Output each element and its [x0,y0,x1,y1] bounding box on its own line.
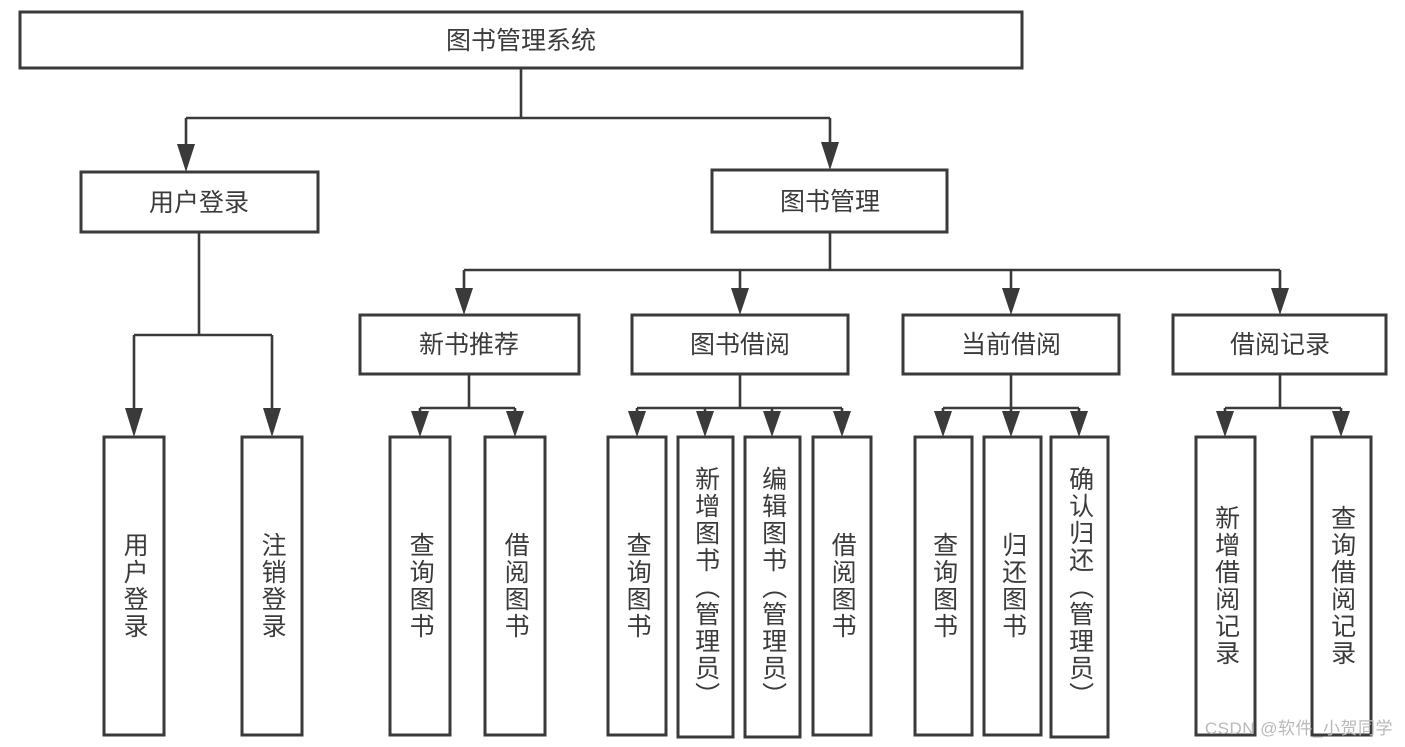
leaf-boxes [102,435,1373,739]
arrow-head-icon [506,411,524,437]
arrow-head-icon [696,411,714,437]
arrow-head-icon [411,411,429,437]
leaf-box-edit-book-admin[interactable] [743,435,802,739]
node-current-borrow[interactable]: 当前借阅 [901,313,1121,376]
arrow-head-icon [934,411,952,437]
node-book-borrow[interactable]: 图书借阅 [630,313,850,376]
leaf-box-borrow-book-1[interactable] [483,435,547,737]
node-label: 图书借阅 [690,331,790,359]
connector-root-to-level2 [177,68,839,172]
arrow-head-icon [628,411,646,437]
connector-record-to-leaves [1216,374,1350,437]
connector-newbook-to-leaves [411,374,524,437]
node-box [1171,313,1388,376]
node-label: 借阅记录 [1230,331,1330,359]
node-book-management[interactable]: 图书管理 [710,168,949,234]
arrow-head-icon [833,411,851,437]
leaf-box-add-borrow-record[interactable] [1194,435,1257,737]
node-box [630,313,850,376]
arrow-head-icon [125,408,143,437]
node-label: 当前借阅 [961,331,1061,359]
node-box [901,313,1121,376]
leaf-box-confirm-return-admin[interactable] [1049,435,1110,739]
node-label: 新书推荐 [419,331,519,359]
leaf-box-query-book-3[interactable] [913,435,974,737]
node-borrow-record[interactable]: 借阅记录 [1171,313,1388,376]
node-new-book-recommend[interactable]: 新书推荐 [358,313,581,376]
arrow-head-icon [1216,411,1234,437]
arrow-head-icon [821,142,839,170]
leaf-box-user-login[interactable] [102,435,166,737]
node-label: 图书管理系统 [446,27,596,55]
node-user-login[interactable]: 用户登录 [79,170,320,234]
arrow-head-icon [1070,411,1088,437]
arrow-head-icon [1002,288,1020,315]
leaf-box-add-book-admin[interactable] [676,435,735,739]
arrow-head-icon [731,288,749,315]
node-box [18,10,1024,70]
arrow-head-icon [763,411,781,437]
connector-bookmgmt-to-level3 [455,232,1289,315]
leaf-box-logout[interactable] [240,435,304,737]
arrow-head-icon [1332,411,1350,437]
csdn-watermark: CSDN @软件_小贺同学 [1204,719,1393,738]
leaf-box-query-book-1[interactable] [388,435,452,737]
node-root-system[interactable]: 图书管理系统 [18,10,1024,70]
node-box [710,168,949,234]
connector-borrow-to-leaves [628,374,851,437]
leaf-box-query-borrow-record[interactable] [1310,435,1373,737]
leaf-box-borrow-book-2[interactable] [811,435,873,737]
arrow-head-icon [455,288,473,315]
arrow-head-icon [1271,288,1289,315]
node-label: 图书管理 [780,188,880,216]
connector-userlogin-to-leaves [125,232,281,437]
node-label: 用户登录 [149,189,249,217]
node-box [79,170,320,234]
leaf-box-return-book[interactable] [982,435,1043,737]
arrow-head-icon [1002,411,1020,437]
node-box [358,313,581,376]
arrow-head-icon [263,408,281,437]
arrow-head-icon [177,144,195,172]
connector-current-to-leaves [934,374,1088,437]
leaf-box-query-book-2[interactable] [606,435,668,737]
